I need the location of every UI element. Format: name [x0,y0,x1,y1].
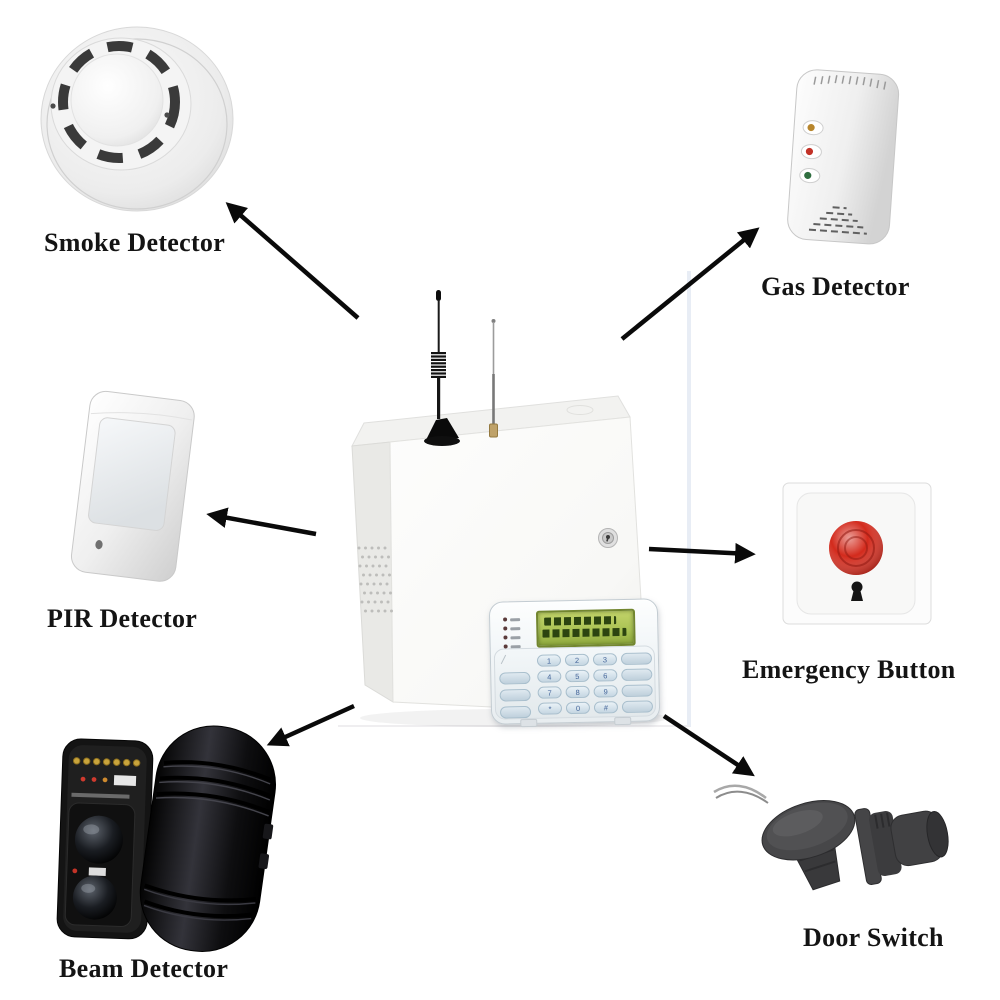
emergency-button-ring [837,529,875,567]
beam-led-icon [80,776,86,782]
smoke-base-rim [46,38,228,210]
beam-lens-highlight [81,883,96,893]
door-switch-label: Door Switch [803,923,944,952]
beam-detector-label: Beam Detector [59,954,229,983]
gsm-antenna [424,290,460,446]
gas-top-vents [813,75,887,90]
keypad-key: 4 [537,670,562,683]
gas-led-icon [805,147,814,156]
keypad-key: 5 [565,669,590,683]
keypad-function-key [499,671,531,685]
keypad-led-icon [503,624,521,632]
pir-led-hole [95,540,103,550]
arrow-to-pir-detector [206,507,317,537]
panel-door-lock [598,528,618,548]
photo-edge-horizontal [338,725,690,727]
gas-led-column [799,120,824,184]
beam-side-tab [262,823,274,840]
keypad-key [621,684,653,698]
beam-led-icon [102,777,108,783]
keypad-key [620,652,653,666]
door-switch-sensor-plug [854,808,949,885]
photo-edge-vertical [687,271,691,727]
beam-lens [72,875,117,920]
keypad-function-key [499,705,532,719]
beam-cover-unit [139,725,277,952]
door-switch-magnet-plug [761,800,856,891]
keypad-led-icon [503,633,521,641]
beam-label-sticker [113,775,137,786]
emergency-button-shading [829,521,883,575]
smoke-detector-image [30,18,240,218]
pir-cap-seam [90,412,192,421]
beam-cover-grooves [143,760,272,921]
keypad-key: 6 [593,669,618,682]
panel-left-face [351,441,394,703]
emergency-keyhole-icon [851,589,863,601]
gas-detector-image [763,55,926,263]
emergency-button-image [777,477,939,635]
pir-detector-label: PIR Detector [47,604,198,633]
keypad-function-key [499,688,531,702]
keypad-foot [614,716,632,726]
beam-open-unit [56,738,154,940]
keypad-key: 8 [565,685,590,699]
pir-detector-image [43,375,218,604]
emergency-button-ring [844,536,868,560]
smoke-detector-label: Smoke Detector [44,228,226,257]
keypad-led-column [503,615,521,651]
keypad-foot [520,718,538,728]
beam-led-icon [91,777,97,782]
beam-led-icon [72,868,78,874]
gas-body [787,69,900,245]
beam-detector-image [48,718,298,958]
door-switch-image [700,740,960,910]
keypad-key: * [537,702,563,715]
keypad-key: 3 [592,653,618,666]
gas-led-icon [804,171,812,180]
keypad-key: 0 [565,701,591,715]
panel-speaker-grille [357,546,393,613]
lcd-text-row [544,616,617,626]
lcd-text-row [542,627,627,638]
beam-terminal-screws [72,757,141,767]
beam-text-row [71,792,130,799]
beam-lens [74,815,123,864]
beam-side-tab [258,853,270,870]
keypad-key [621,668,653,682]
gas-led-icon [807,123,815,132]
keypad-key: 9 [593,685,618,698]
beam-label-sticker [88,867,106,876]
smoke-screw-icon [50,103,56,109]
gas-detector-label: Gas Detector [761,272,910,301]
keypad-key: 2 [564,653,590,667]
keypad-led-icon [503,615,521,623]
emergency-button-label: Emergency Button [742,655,956,684]
beam-lens-highlight [83,824,100,835]
keypad-key [621,700,654,714]
keypad-key: 1 [536,654,562,667]
keypad-lcd [535,608,636,648]
keypad-key: # [593,701,619,714]
door-switch-wires [713,784,769,804]
smoke-vent-slots [58,41,180,163]
smoke-dome [70,53,164,147]
panel-top-knockout [566,405,594,415]
pir-lens-window [88,417,176,531]
telescopic-antenna [489,319,498,438]
smoke-screw-icon [164,112,170,118]
keypad-key: 7 [537,686,562,699]
